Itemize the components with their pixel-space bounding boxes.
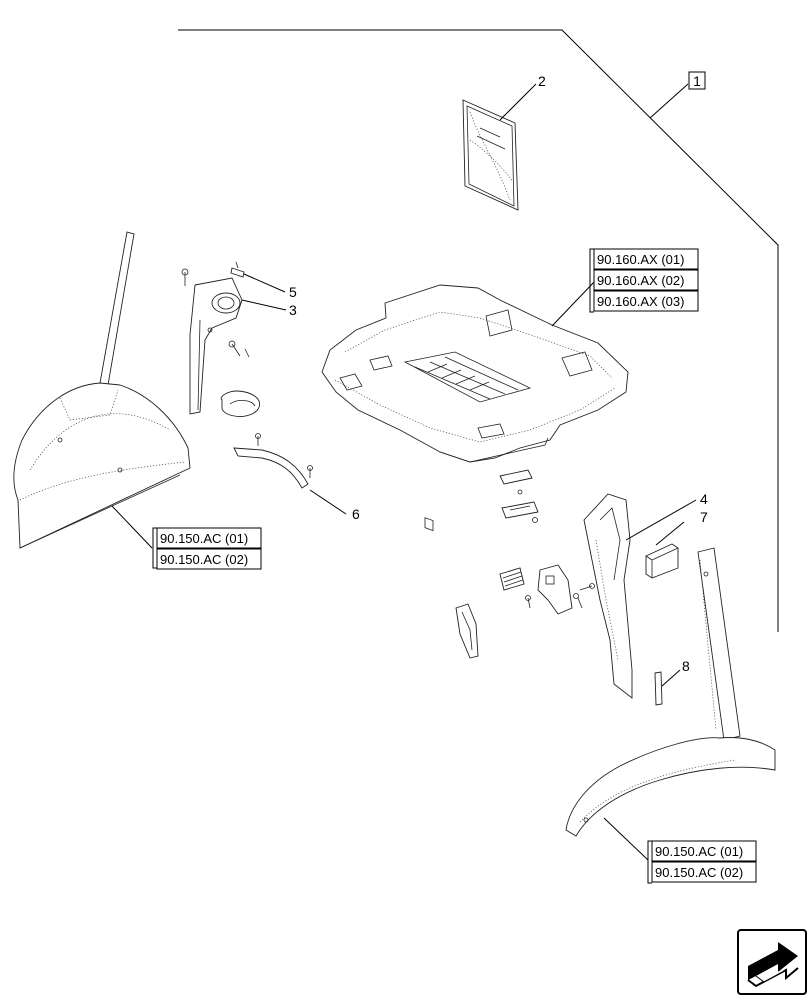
left-fender: [13, 231, 191, 549]
grille-panel: [499, 567, 525, 591]
part-2-manual-bag: [462, 99, 519, 211]
switch-bracket: [525, 564, 595, 615]
part-4-right-pillar-trim: [583, 493, 633, 699]
roof-ref-3[interactable]: 90.160.AX (03): [593, 290, 699, 312]
assembly-bracket-line: [178, 29, 779, 632]
roof-headliner: [321, 284, 629, 532]
svg-text:90.150.AC (01): 90.150.AC (01): [655, 844, 743, 859]
small-screws-left: [181, 268, 250, 358]
svg-text:90.150.AC (02): 90.150.AC (02): [160, 552, 248, 567]
part-3-left-pillar-trim: [189, 277, 243, 415]
callout-8: 8: [682, 658, 690, 674]
right-fender-ref-1[interactable]: 90.150.AC (01): [651, 840, 757, 862]
callout-2: 2: [538, 73, 546, 89]
svg-text:90.150.AC (02): 90.150.AC (02): [655, 865, 743, 880]
left-fender-ref-group: 90.150.AC (01) 90.150.AC (02): [152, 527, 262, 570]
leader-lines: [111, 83, 697, 861]
part-6-trim-strip: [233, 433, 313, 489]
side-panel-piece: [455, 603, 479, 659]
svg-text:90.160.AX (01): 90.160.AX (01): [597, 252, 684, 267]
left-fender-ref-2[interactable]: 90.150.AC (02): [156, 548, 262, 570]
callout-3: 3: [289, 302, 297, 318]
arrow-navigation-icon[interactable]: [737, 929, 807, 995]
callout-7: 7: [700, 509, 708, 525]
dome-light: [499, 469, 539, 523]
callout-6: 6: [352, 506, 360, 522]
retaining-strap: [220, 390, 260, 417]
callout-1-label: 1: [693, 73, 701, 89]
part-7-block: [645, 543, 679, 579]
right-fender-ref-group: 90.150.AC (01) 90.150.AC (02): [647, 840, 757, 884]
roof-ref-group: 90.160.AX (01) 90.160.AX (02) 90.160.AX …: [589, 248, 699, 313]
svg-text:90.160.AX (02): 90.160.AX (02): [597, 273, 684, 288]
right-fender: [565, 547, 776, 837]
svg-text:90.160.AX (03): 90.160.AX (03): [597, 294, 684, 309]
callout-5: 5: [289, 284, 297, 300]
svg-text:90.150.AC (01): 90.150.AC (01): [160, 531, 248, 546]
part-8-strip: [654, 671, 663, 706]
callout-1[interactable]: 1: [688, 71, 706, 90]
roof-ref-2[interactable]: 90.160.AX (02): [593, 269, 699, 291]
right-fender-ref-2[interactable]: 90.150.AC (02): [651, 861, 757, 883]
left-fender-ref-1[interactable]: 90.150.AC (01): [156, 527, 262, 549]
callout-4: 4: [700, 491, 708, 507]
part-5-clip: [230, 261, 245, 278]
roof-ref-1[interactable]: 90.160.AX (01): [593, 248, 699, 270]
